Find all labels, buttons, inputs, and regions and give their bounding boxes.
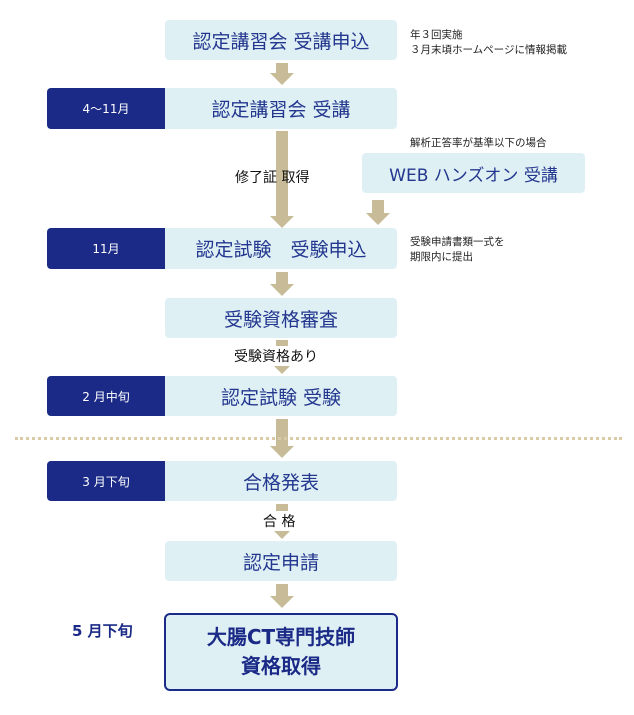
arrow-down-icon <box>270 63 294 85</box>
step-results: 合格発表 <box>165 461 397 501</box>
arrow-down-icon <box>270 131 294 228</box>
note-apply-course: 年３回実施 ３月末頃ホームページに情報掲載 <box>410 28 567 58</box>
arrow-down-icon <box>270 272 294 296</box>
step-certification-apply: 認定申請 <box>165 541 397 581</box>
arrow-down-icon <box>366 200 390 225</box>
transition-passed: 合 格 <box>262 511 297 531</box>
note-web-condition: 解析正答率が基準以下の場合 <box>410 137 547 149</box>
arrow-down-icon <box>270 584 294 608</box>
period-results: 3 月下旬 <box>47 461 165 501</box>
note-apply-exam: 受験申請書類一式を 期限内に提出 <box>410 235 505 265</box>
step-final-qualification: 大腸CT専門技師 資格取得 <box>164 613 398 691</box>
final-line: 資格取得 <box>241 654 321 678</box>
step-apply-exam: 認定試験 受験申込 <box>165 228 397 269</box>
step-take-exam: 認定試験 受験 <box>165 376 397 416</box>
step-eligibility-review: 受験資格審査 <box>165 298 397 338</box>
divider-line <box>15 437 622 440</box>
note-line: ３月末頃ホームページに情報掲載 <box>410 44 567 56</box>
arrow-down-icon <box>270 419 294 458</box>
period-take-course: 4〜11月 <box>47 88 165 129</box>
step-apply-course: 認定講習会 受講申込 <box>165 20 397 60</box>
period-final: 5 月下旬 <box>72 622 133 640</box>
step-take-course: 認定講習会 受講 <box>165 88 397 129</box>
period-apply-exam: 11月 <box>47 228 165 269</box>
final-line: 大腸CT専門技師 <box>206 625 356 649</box>
step-web-handson: WEB ハンズオン 受講 <box>362 153 585 193</box>
transition-certificate: 修了証 取得 <box>235 170 310 186</box>
note-line: 受験申請書類一式を <box>410 236 505 248</box>
note-line: 期限内に提出 <box>410 251 473 263</box>
note-line: 年３回実施 <box>410 29 463 41</box>
transition-eligible: 受験資格あり <box>232 346 320 366</box>
period-take-exam: 2 月中旬 <box>47 376 165 416</box>
